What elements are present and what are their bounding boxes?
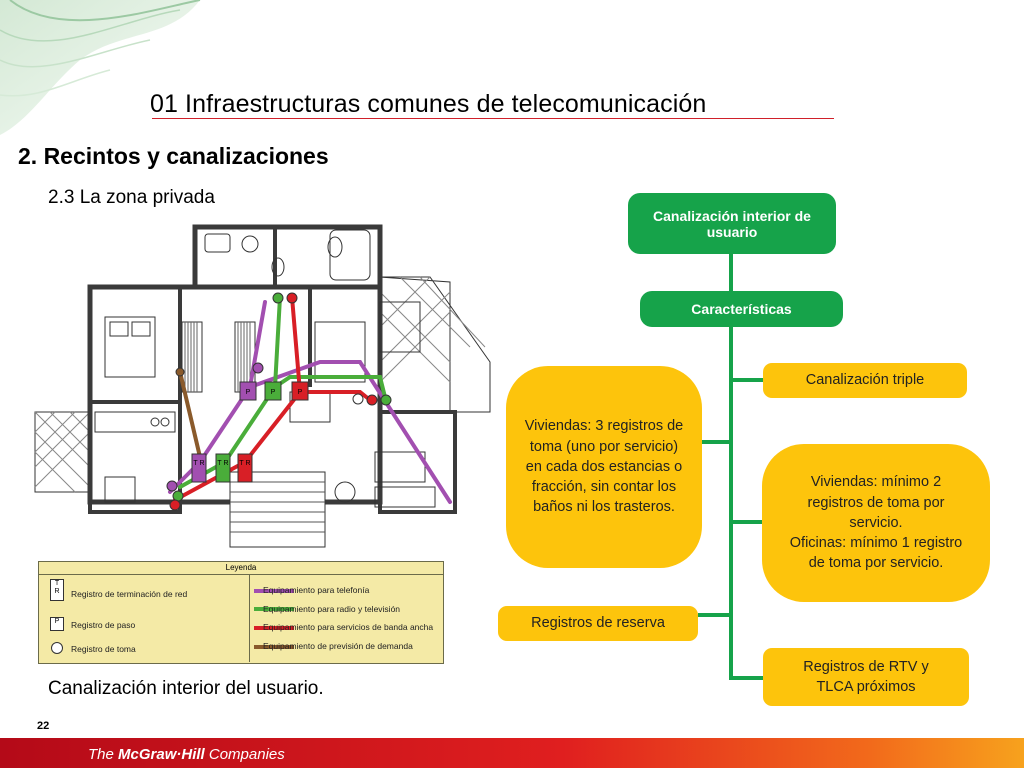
page-number: 22 (37, 720, 50, 732)
plan-caption: Canalización interior del usuario. (48, 678, 324, 699)
title-underline (152, 118, 834, 119)
floor-plan-illustration: P P P T R T R T R (34, 224, 491, 548)
node-canalizacion-triple: Canalización triple (763, 363, 967, 398)
connector-main-trunk (729, 325, 733, 680)
legend-item-banda-ancha: Equipamiento para servicios de banda anc… (263, 622, 434, 632)
legend-item-toma: Registro de toma (71, 644, 136, 654)
connector-rtv (729, 676, 764, 680)
legend-item-terminacion: Registro de terminación de red (71, 589, 188, 599)
slide-title: 01 Infraestructuras comunes de telecomun… (150, 90, 707, 118)
legend-toma-symbol (51, 642, 63, 654)
logo-the: The (88, 746, 119, 763)
legend-line-banda-ancha (254, 626, 294, 630)
node-canalizacion-triple-label: Canalización triple (805, 372, 925, 389)
node-registros-reserva: Registros de reserva (498, 606, 698, 641)
node-root: Canalización interior de usuario (628, 193, 836, 254)
logo-brand: McGraw·Hill (118, 746, 205, 763)
legend-separator (39, 574, 443, 575)
plan-legend: Leyenda T R Registro de terminación de r… (38, 561, 444, 664)
node-registros-rtv-label: Registros de RTV y TLCA próximos (803, 658, 929, 695)
register-p-label-3: P (298, 389, 303, 396)
connector-viviendas-left (700, 440, 733, 444)
legend-tr-symbol: T R (50, 579, 64, 601)
node-minimos: Viviendas: mínimo 2 registros de toma po… (762, 444, 990, 602)
node-caracteristicas: Características (640, 291, 843, 327)
node-minimos-oficinas: Oficinas: mínimo 1 registro de toma por … (789, 535, 963, 572)
node-viviendas-tomas-label: Viviendas: 3 registros de toma (uno por … (524, 418, 684, 516)
register-tr-label-2: T R (217, 460, 228, 467)
publisher-logo: The McGraw·Hill Companies (88, 746, 285, 763)
node-registros-reserva-label: Registros de reserva (531, 615, 665, 632)
connector-triple (729, 378, 764, 382)
connector-root-main (729, 250, 733, 294)
legend-title: Leyenda (225, 563, 257, 572)
node-caracteristicas-label: Características (691, 301, 792, 317)
section-title: 2. Recintos y canalizaciones (18, 143, 329, 169)
legend-line-telefonia (254, 589, 294, 593)
register-tr-label-1: T R (193, 460, 204, 467)
register-tr-label-3: T R (239, 460, 250, 467)
node-registros-rtv: Registros de RTV y TLCA próximos (763, 648, 969, 706)
legend-item-paso: Registro de paso (71, 620, 136, 630)
subsection-title: 2.3 La zona privada (48, 187, 215, 208)
legend-line-prevision (254, 645, 294, 649)
register-p-label-1: P (246, 389, 251, 396)
footer-bar: The McGraw·Hill Companies (0, 738, 1024, 768)
node-root-label: Canalización interior de usuario (653, 207, 811, 240)
legend-item-telefonia: Equipamiento para telefonía (263, 585, 370, 595)
legend-item-radio-tv: Equipamiento para radio y televisión (263, 604, 401, 614)
register-p-label-2: P (271, 389, 276, 396)
decorative-swirl (0, 0, 210, 140)
legend-line-radio-tv (254, 607, 294, 611)
legend-p-symbol: P (50, 617, 64, 631)
node-minimos-viviendas: Viviendas: mínimo 2 registros de toma po… (807, 474, 945, 531)
node-viviendas-tomas: Viviendas: 3 registros de toma (uno por … (506, 366, 702, 568)
legend-item-prevision: Equipamiento de previsión de demanda (263, 641, 413, 651)
logo-suffix: Companies (204, 746, 285, 763)
legend-divider (249, 574, 250, 662)
connector-reserva (698, 613, 733, 617)
connector-viviendas-right (729, 520, 764, 524)
